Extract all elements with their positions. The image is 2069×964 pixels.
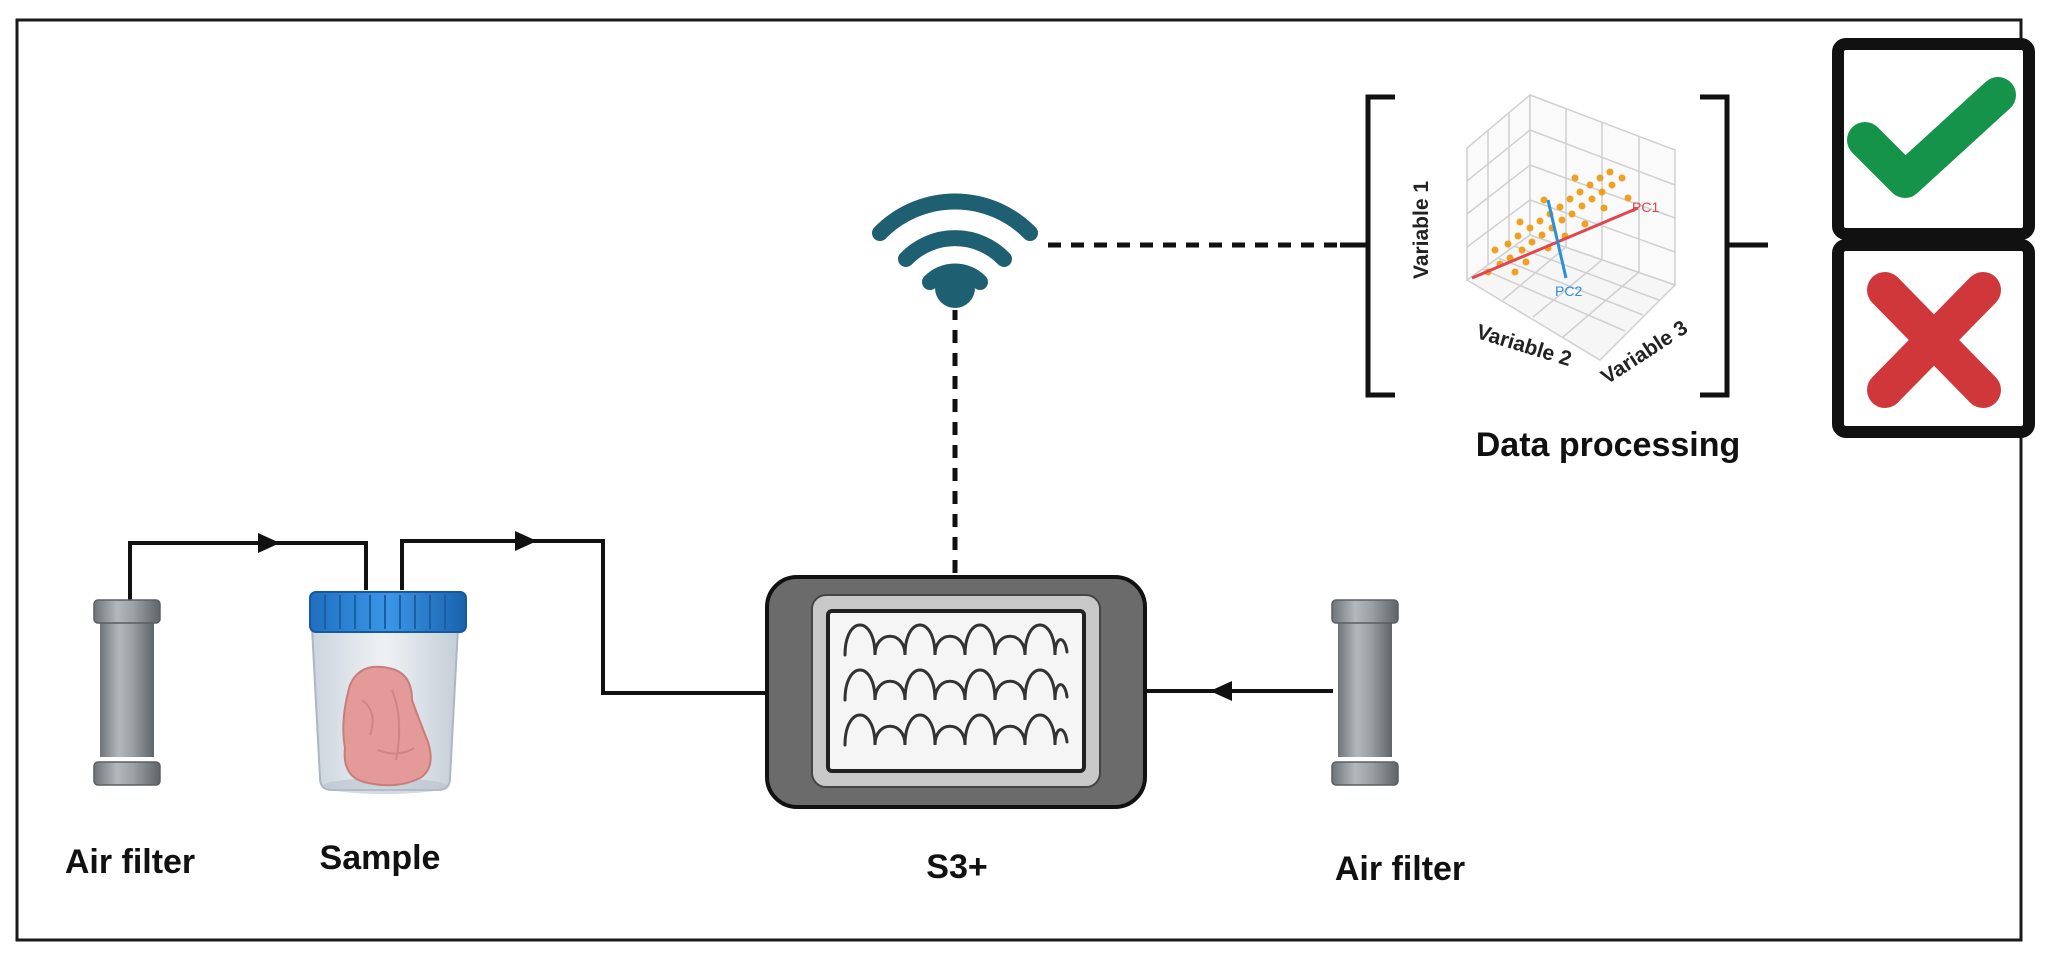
- s3-device-icon: [765, 575, 1147, 809]
- pca-plot: PC1 PC2 Variable 1 Variable 2 Variable 3: [1410, 93, 1692, 389]
- pca-scatter-points: [1484, 168, 1632, 276]
- accept-indicator: [1832, 38, 2035, 240]
- processing-bracket: [1365, 94, 1768, 398]
- sample-jar-icon: [309, 591, 467, 794]
- flow-line-sample-to-device: [400, 539, 770, 695]
- flow-line-filter-to-sample: [128, 541, 368, 600]
- pc2-line: [1546, 199, 1568, 279]
- checkmark-icon: [1847, 77, 2016, 198]
- axis-label-variable-1: Variable 1: [1410, 181, 1433, 279]
- pc1-line: [1471, 206, 1639, 280]
- wifi-icon: [872, 193, 1038, 308]
- data-processing-label: Data processing: [1476, 426, 1741, 464]
- air-filter-left-icon: [93, 599, 161, 786]
- air-filter-right-icon: [1331, 599, 1399, 786]
- pc1-label: PC1: [1632, 199, 1659, 215]
- sample-label: Sample: [320, 839, 441, 877]
- device-label: S3+: [926, 848, 987, 886]
- sensor-signal-waves: [843, 623, 1069, 747]
- pc2-label: PC2: [1555, 283, 1582, 299]
- flow-arrow-3: [1210, 681, 1232, 701]
- sample-tissue: [342, 665, 432, 787]
- air-filter-right-label: Air filter: [1335, 850, 1465, 888]
- air-filter-left-label: Air filter: [65, 843, 195, 881]
- flow-arrow-1: [258, 533, 280, 553]
- cross-icon: [1867, 272, 2001, 408]
- flow-arrow-2: [515, 531, 537, 551]
- reject-indicator: [1832, 239, 2035, 438]
